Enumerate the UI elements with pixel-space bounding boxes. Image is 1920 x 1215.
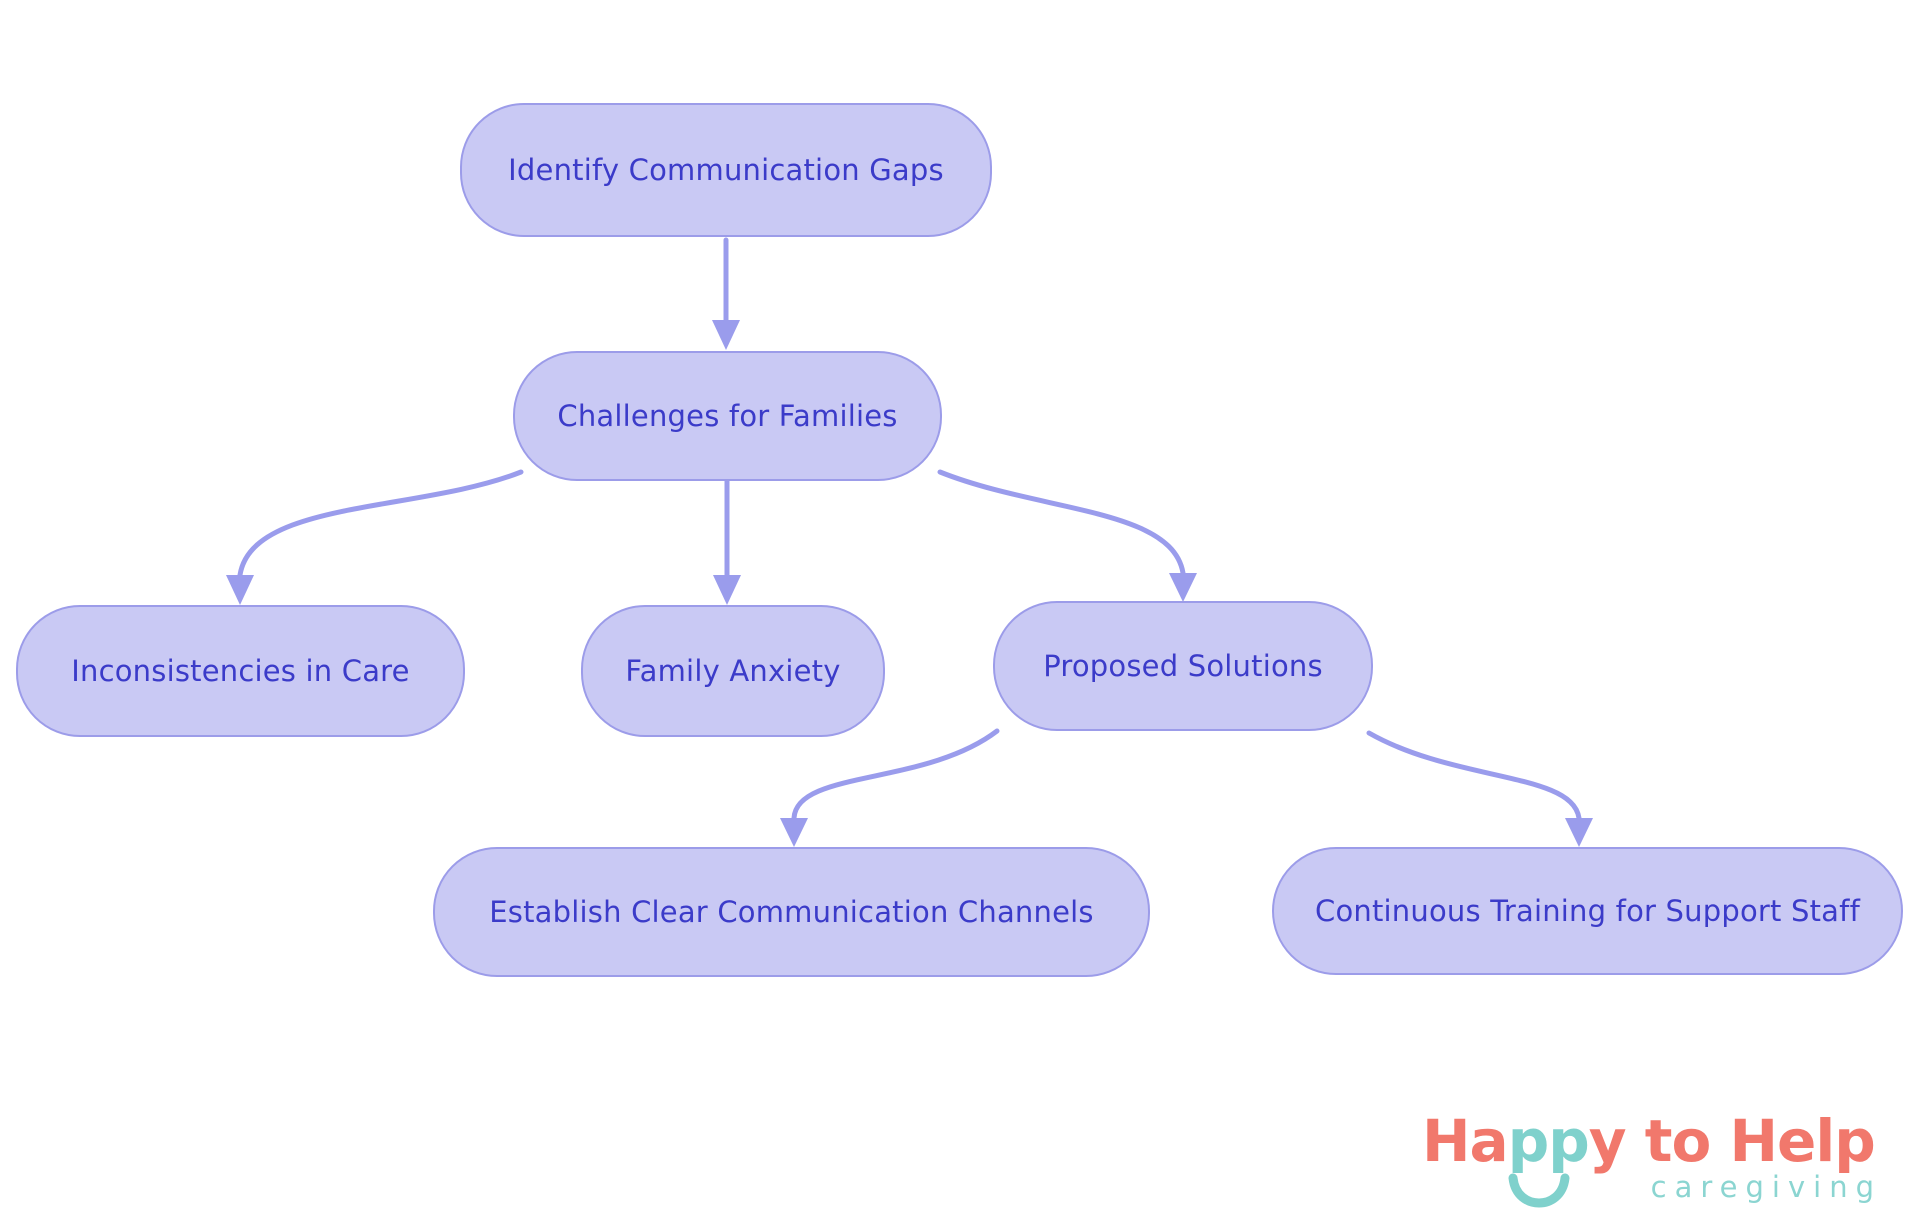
logo-text-pp: pp — [1507, 1107, 1590, 1175]
logo-text-to: to — [1625, 1107, 1730, 1175]
logo-text-ha: Ha — [1422, 1107, 1509, 1175]
node-continuous-training-for-support-staff: Continuous Training for Support Staff — [1272, 847, 1903, 975]
node-family-anxiety: Family Anxiety — [581, 605, 885, 737]
logo-text-y: y — [1588, 1107, 1627, 1175]
logo-smile-icon — [1508, 1173, 1570, 1208]
edge-identify-to-challenges-arrow — [712, 237, 740, 350]
node-establish-clear-communication-channels: Establish Clear Communication Channels — [433, 847, 1150, 977]
node-challenges-for-families: Challenges for Families — [513, 351, 942, 481]
logo-tagline: caregiving — [1650, 1170, 1882, 1204]
node-proposed-solutions: Proposed Solutions — [993, 601, 1373, 731]
edge-challenges-to-proposed-solutions-arrow — [937, 469, 1197, 602]
node-identify-communication-gaps: Identify Communication Gaps — [460, 103, 992, 237]
edge-challenges-to-inconsistencies-arrow — [226, 469, 524, 605]
edge-proposed-to-continuous-arrow — [1366, 730, 1593, 847]
happy-to-help-logo: Happy to Help caregiving — [1422, 1112, 1884, 1212]
edge-challenges-to-family-anxiety-arrow — [713, 478, 741, 605]
node-inconsistencies-in-care: Inconsistencies in Care — [16, 605, 465, 737]
logo-text-help: Help — [1729, 1107, 1876, 1175]
logo-wordmark: Happy to Help — [1422, 1112, 1884, 1170]
edge-proposed-to-establish-arrow — [780, 728, 1000, 847]
